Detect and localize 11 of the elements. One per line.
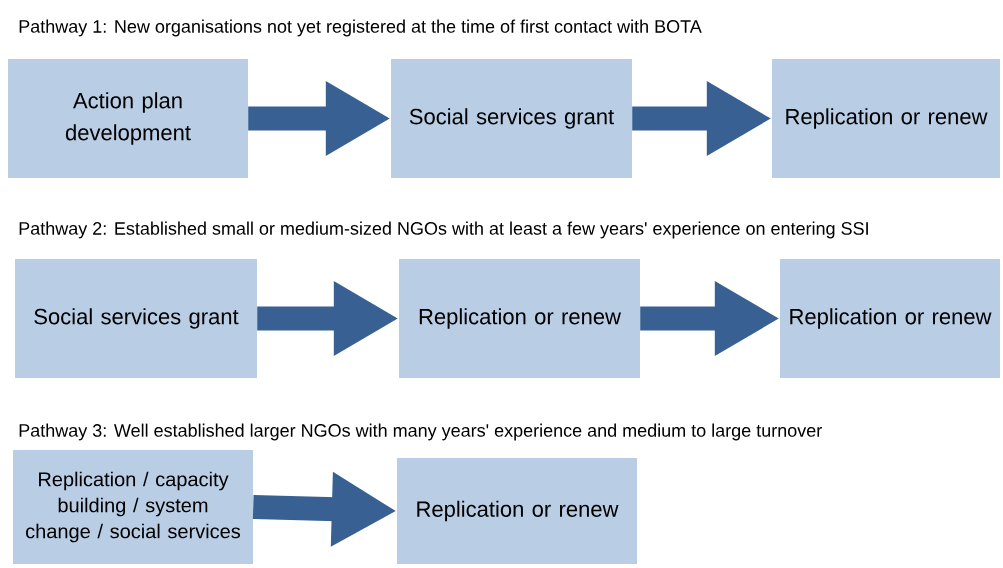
process-box: Action plan development — [8, 59, 248, 178]
pathway-heading: Pathway 2: Established small or medium-sized NGOs with at least a few years' experience on entering SSI — [19, 221, 868, 239]
process-box: Replication or renew — [780, 259, 1000, 378]
process-box: Social services grant — [15, 259, 257, 378]
pathway-heading: Pathway 1: New organisations not yet registered at the time of first contact with BOTA — [19, 19, 702, 37]
process-box: Replication or renew — [397, 458, 637, 564]
pathway-heading: Pathway 3: Well established larger NGOs with many years' experience and medium to large turnover — [19, 423, 822, 441]
process-box: Replication or renew — [399, 259, 640, 378]
process-box: Social services grant — [391, 59, 632, 178]
process-box: Replication / capacity building / system change / social services — [13, 450, 253, 564]
process-box: Replication or renew — [772, 59, 1000, 178]
